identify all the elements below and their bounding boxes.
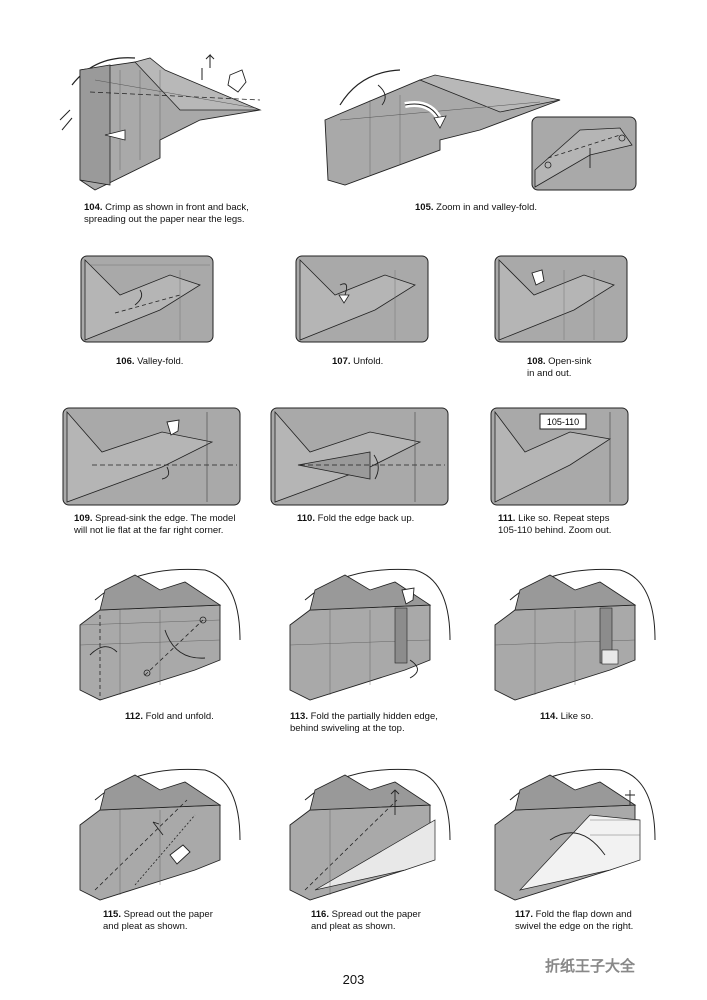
step-113-diagram (285, 560, 455, 705)
step-112-diagram (75, 560, 245, 705)
caption-112: 112. Fold and unfold. (125, 711, 214, 722)
page-number: 203 (342, 972, 365, 987)
caption-105: 105. Zoom in and valley-fold. (415, 202, 537, 213)
step-116-diagram (285, 760, 455, 905)
repeat-label-box (539, 413, 587, 430)
step-106-diagram (80, 255, 215, 345)
repeat-label: 105-110 (547, 417, 579, 427)
caption-113: 113. Fold the partially hidden edge,behi… (290, 711, 438, 734)
step-109-diagram (62, 407, 242, 507)
watermark: 折纸王子大全 (545, 958, 636, 975)
step-107-diagram (295, 255, 430, 345)
step-105-diagram (320, 60, 640, 200)
caption-104: 104. Crimp as shown in front and back,sp… (84, 202, 249, 225)
caption-114: 114. Like so. (540, 711, 594, 722)
step-114-diagram (490, 560, 660, 705)
step-110-diagram (270, 407, 450, 507)
step-115-diagram (75, 760, 245, 905)
caption-110: 110. Fold the edge back up. (297, 513, 415, 524)
caption-106: 106. Valley-fold. (116, 356, 184, 367)
step-117-diagram (490, 760, 660, 905)
step-104-diagram (50, 40, 265, 200)
step-108-diagram (494, 255, 629, 345)
step-111-diagram: 105-110 (490, 407, 630, 507)
caption-107: 107. Unfold. (332, 356, 384, 367)
